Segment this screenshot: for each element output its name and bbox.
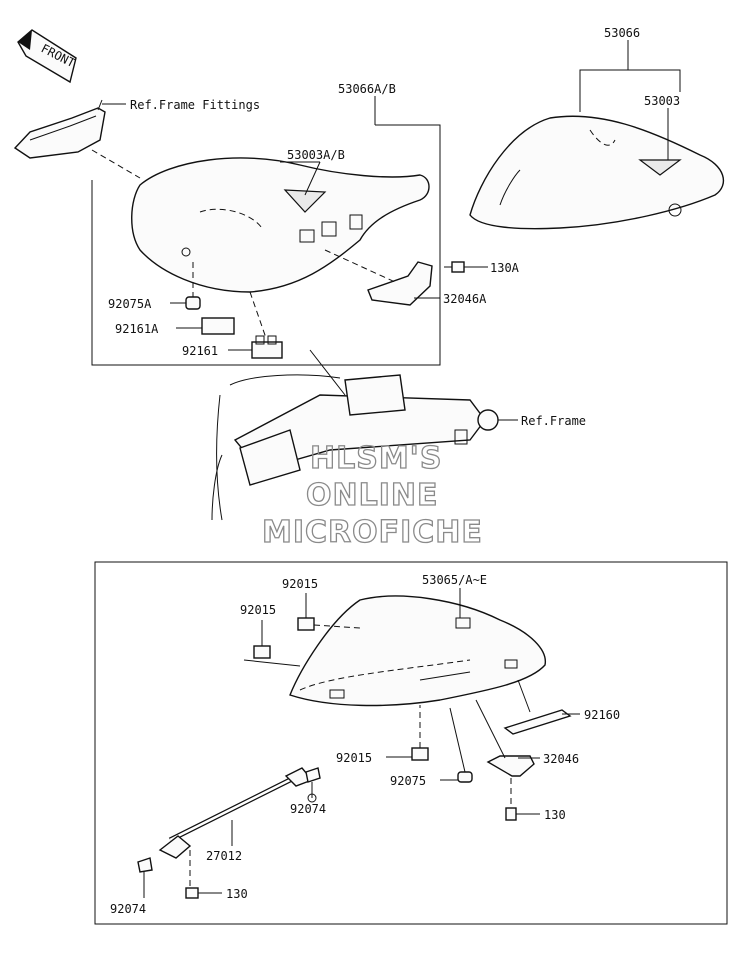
damper-92075a [185,296,201,310]
clip-92015-bottom [411,747,429,761]
pad-92161a [201,317,235,335]
label-ref-frame-fittings: Ref.Frame Fittings [130,98,260,112]
bolt-130a [444,261,465,273]
lower-group-box [94,561,728,925]
front-seat [131,157,430,293]
watermark-line-1: HLSM'S [310,441,442,476]
front-arrow-icon [17,29,77,84]
clip-dashed-line [249,291,267,339]
leader-53003ab-down [304,161,321,196]
seat-cowl-53065 [289,595,546,707]
label-53003ab: 53003A/B [287,148,345,162]
clip-top-dashed [313,624,361,629]
label-92015-top: 92015 [282,577,318,591]
rear-frame [211,349,499,521]
strip-92160 [503,709,572,735]
label-27012: 27012 [206,849,242,863]
label-92015-left: 92015 [240,603,276,617]
label-130-bottom: 130 [226,887,248,901]
cap-92074-right [305,767,321,783]
bracket-32046a [367,261,433,306]
label-53065: 53065/A~E [422,573,487,587]
watermark-line-2: ONLINE [306,478,439,513]
clip-92161 [251,335,283,359]
label-92074-right: 92074 [290,802,326,816]
label-92161a: 92161A [115,322,159,336]
label-53066ab: 53066A/B [338,82,396,96]
bolt-130-right [505,807,517,821]
label-32046a: 32046A [443,292,487,306]
label-92075a: 92075A [108,297,152,311]
rear-seat-cover [469,115,725,230]
bracket-dashed-line [324,249,396,283]
watermark-line-3: MICROFICHE [262,515,483,550]
label-ref-frame: Ref.Frame [521,414,586,428]
label-53003: 53003 [644,94,680,108]
bracket-32046-line [475,699,506,759]
upper-left-group-box [91,124,441,366]
label-53066: 53066 [604,26,640,40]
bolt-130-bottom [185,887,199,899]
label-130a: 130A [490,261,520,275]
label-92160: 92160 [584,708,620,722]
label-92161: 92161 [182,344,218,358]
clip-left-line [243,659,301,667]
leader-53066-bracket [579,69,681,92]
label-32046: 32046 [543,752,579,766]
clip-92015-top [297,617,315,631]
cap-92074-left [137,857,153,873]
clip-92015-left [253,645,271,659]
frame-fitting-bracket [13,99,106,159]
grommet-92075 [457,771,473,783]
label-92015-bottom: 92015 [336,751,372,765]
label-92075: 92075 [390,774,426,788]
label-92074-left: 92074 [110,902,146,916]
fitting-dashed-line [91,149,141,179]
grommet-line [449,707,466,773]
label-130-right: 130 [544,808,566,822]
bracket-32046 [486,755,535,777]
cable-27012 [158,767,317,859]
strip-line [517,679,531,713]
